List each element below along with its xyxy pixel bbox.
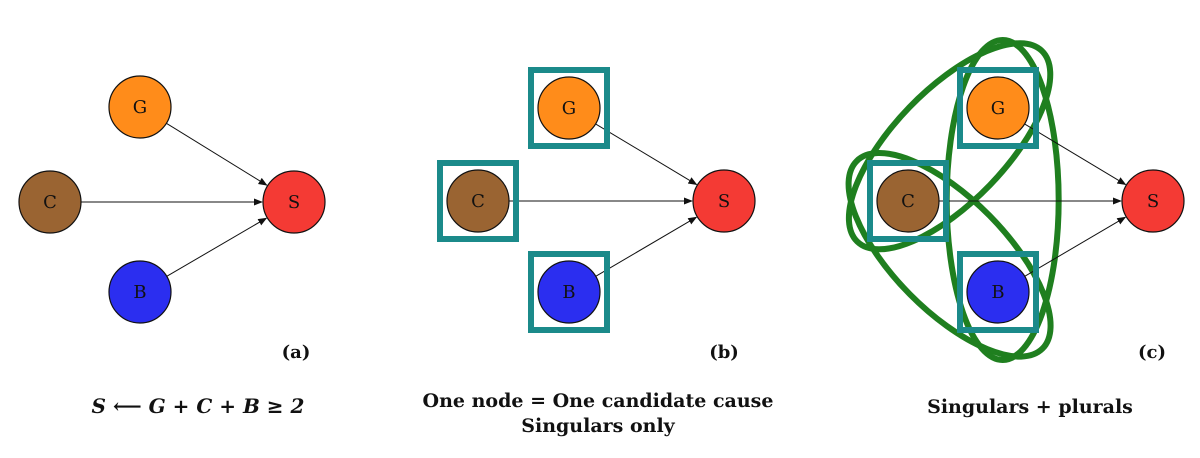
node-c-label: C	[43, 192, 57, 213]
node-g-label: G	[133, 97, 147, 118]
singular-box-b	[957, 251, 1039, 333]
node-g	[108, 75, 172, 139]
node-c	[876, 169, 940, 233]
panel-label: (b)	[709, 342, 739, 363]
node-s-label: S	[1147, 191, 1159, 212]
edge-b-to-s	[166, 217, 268, 277]
singular-box-b	[528, 251, 610, 333]
node-s	[692, 169, 756, 233]
edge-g-to-s	[1024, 123, 1127, 185]
plural-ellipse-gc	[845, 40, 1054, 253]
node-g	[537, 76, 601, 140]
singular-box-g	[528, 67, 610, 149]
caption-line: Singulars only	[521, 415, 675, 437]
node-b-label: B	[991, 282, 1004, 303]
node-s	[1121, 169, 1185, 233]
node-g	[966, 76, 1030, 140]
singular-box-c	[437, 160, 519, 242]
node-s-label: S	[288, 192, 300, 213]
panel-a: G C B S (a) S ⟵ G + C + B ≥ 2	[18, 75, 326, 418]
edge-g-to-s	[595, 123, 698, 185]
node-c	[446, 169, 510, 233]
node-g-label: G	[562, 98, 576, 119]
edge-g-to-s	[166, 122, 268, 186]
plural-ellipse-cb	[845, 150, 1054, 360]
edge-b-to-s	[595, 216, 698, 277]
node-b	[537, 260, 601, 324]
node-c-label: C	[471, 191, 485, 212]
singular-box-g	[957, 67, 1039, 149]
panel-c: G C B S (c) Singulars + plurals	[845, 36, 1185, 418]
caption-line: S ⟵ G + C + B ≥ 2	[92, 394, 305, 418]
node-g-label: G	[991, 98, 1005, 119]
caption-line: Singulars + plurals	[927, 396, 1133, 418]
panel-b: G C B S (b) One node = One candidate causeSin…	[423, 67, 774, 437]
edge-b-to-s	[1024, 216, 1127, 277]
panel-label: (c)	[1138, 342, 1166, 363]
panel-label: (a)	[282, 342, 311, 363]
node-b	[108, 260, 172, 324]
singular-box-c	[867, 160, 949, 242]
node-b-label: B	[562, 282, 575, 303]
node-c-label: C	[901, 191, 915, 212]
node-s-label: S	[718, 191, 730, 212]
node-b-label: B	[133, 282, 146, 303]
node-s	[262, 170, 326, 234]
caption-line: One node = One candidate cause	[423, 390, 774, 412]
node-b	[966, 260, 1030, 324]
node-c	[18, 170, 82, 234]
